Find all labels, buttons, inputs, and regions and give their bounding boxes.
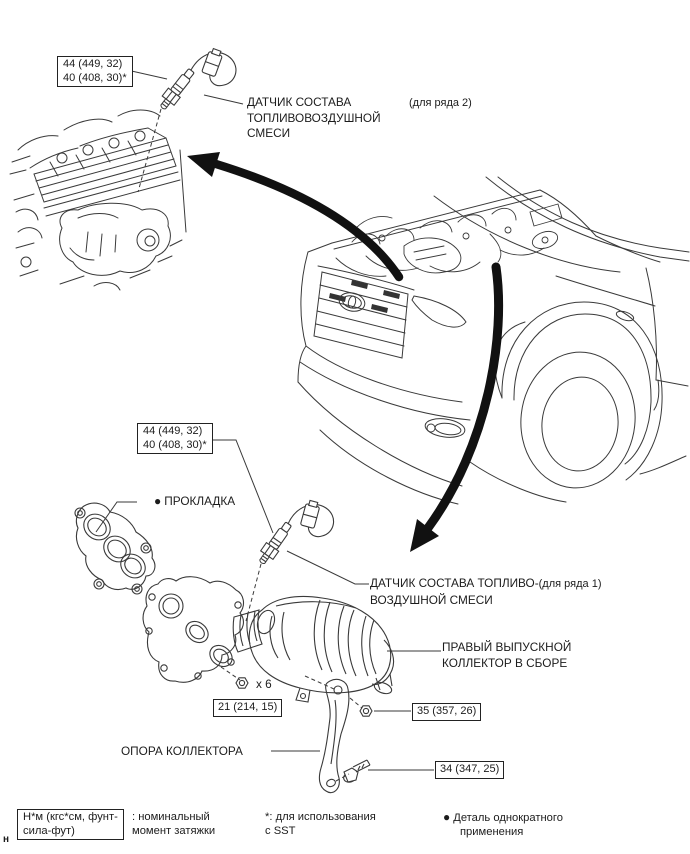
torque-spec-box-bank2: 44 (449, 32) 40 (408, 30)* (57, 56, 133, 87)
legend-unit-desc: : номинальный момент затяжки (132, 811, 216, 837)
callout-arrow-to-manifold (410, 262, 504, 552)
af-sensor-bank1-illustration (254, 499, 334, 568)
bolt-illustration (343, 759, 371, 783)
legend-sst-note: *: для использования с SST (265, 811, 376, 837)
legend-single-use: ●Деталь однократного применения (443, 810, 563, 838)
manifold-label: ПРАВЫЙ ВЫПУСКНОЙ КОЛЛЕКТОР В СБОРЕ (442, 640, 572, 670)
gasket-label: ●ПРОКЛАДКА (154, 494, 236, 508)
engine-bay-detail (335, 203, 563, 277)
torque-value-sst: 40 (408, 30)* (63, 71, 127, 84)
page-margin-mark: н (3, 834, 10, 845)
sensor-bank1-label: ДАТЧИК СОСТАВА ТОПЛИВО-(для ряда 1) ВОЗД… (370, 576, 602, 607)
torque-box-bracket-nut: 35 (357, 26) (412, 703, 482, 721)
single-use-bullet-icon: ● (154, 494, 162, 508)
sensor-bank2-label: ДАТЧИК СОСТАВА ТОПЛИВОВОЗДУШНОЙ СМЕСИ (247, 95, 381, 140)
af-sensor-bank2-illustration (155, 47, 237, 114)
fastener-count: x 6 (256, 677, 272, 691)
bracket-label: ОПОРА КОЛЛЕКТОРА (121, 744, 243, 758)
bracket-illustration (318, 678, 350, 794)
torque-value: 44 (449, 32) (143, 425, 203, 437)
callout-arrow-to-engine (187, 152, 404, 282)
leader-lines (95, 69, 441, 782)
torque-box-bracket-bolt: 34 (347, 25) (435, 761, 505, 779)
torque-spec-box-bank1: 44 (449, 32) 40 (408, 30)* (137, 423, 213, 454)
bank2-note: (для ряда 2) (409, 97, 472, 109)
torque-value-sst: 40 (408, 30)* (143, 438, 207, 451)
gasket-illustration (74, 502, 156, 595)
torque-value: 44 (449, 32) (63, 58, 123, 70)
catalytic-converter-illustration (232, 595, 395, 703)
legend-unit-box: Н*м (кгс*см, фунт- сила-фут) (17, 809, 124, 840)
single-use-bullet-icon: ● (443, 810, 451, 824)
engine-closeup-illustration (9, 109, 187, 291)
torque-box-nut6: 21 (214, 15) (213, 699, 283, 717)
bank1-note: (для ряда 1) (538, 578, 602, 590)
fastener-illustrations (235, 677, 373, 783)
manifold-flange-illustration (142, 576, 245, 683)
